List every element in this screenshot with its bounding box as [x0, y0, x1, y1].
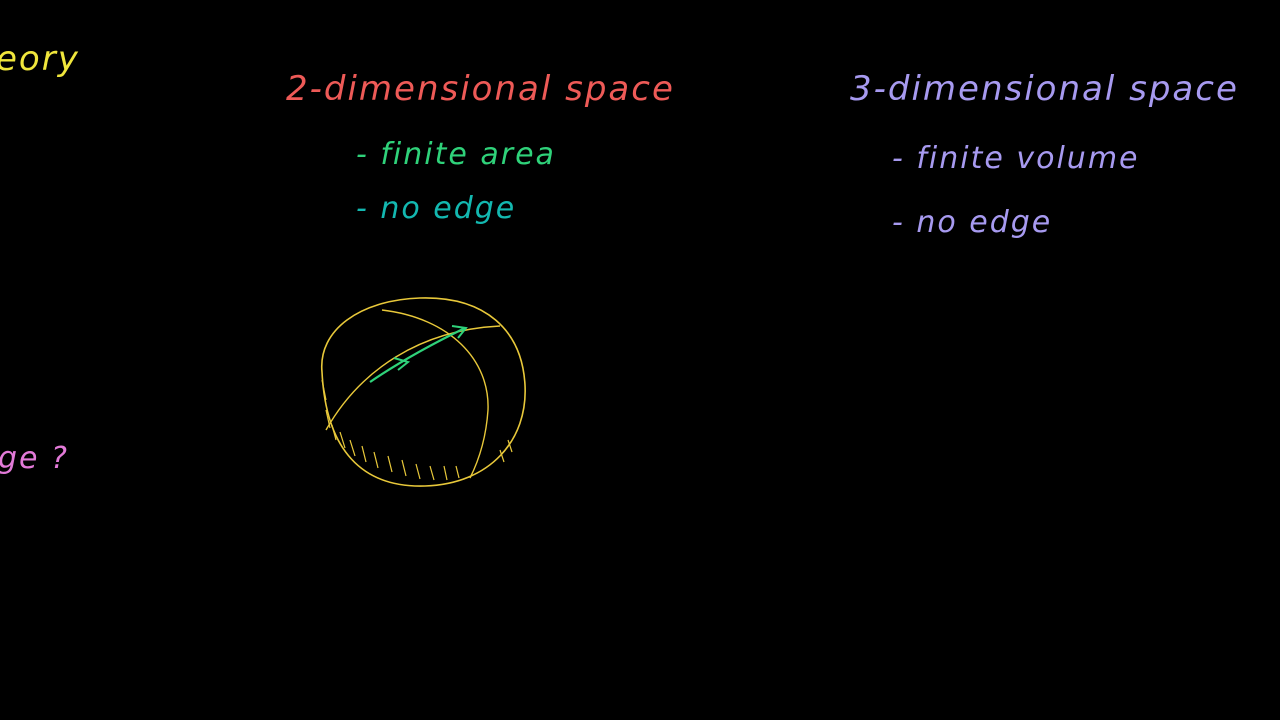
left-margin-question-fragment: ge ?: [0, 441, 69, 476]
left-margin-heading-fragment: eory: [0, 39, 80, 79]
sphere-great-circle: [325, 325, 501, 431]
sphere-meridian: [381, 309, 489, 479]
two-d-no-edge-bullet: - no edge: [356, 191, 517, 226]
two-dimensional-space-title: 2-dimensional space: [286, 69, 675, 109]
sphere-shading-hatch: [321, 379, 513, 481]
three-d-finite-volume-bullet: - finite volume: [892, 141, 1140, 176]
green-path: [369, 327, 466, 383]
sphere-outline: [321, 297, 526, 487]
green-path-arrow-1: [393, 357, 411, 371]
three-dimensional-space-title: 3-dimensional space: [850, 69, 1239, 109]
green-path-arrow-2: [451, 325, 468, 339]
two-d-finite-area-bullet: - finite area: [356, 137, 556, 172]
three-d-no-edge-bullet: - no edge: [892, 205, 1053, 240]
